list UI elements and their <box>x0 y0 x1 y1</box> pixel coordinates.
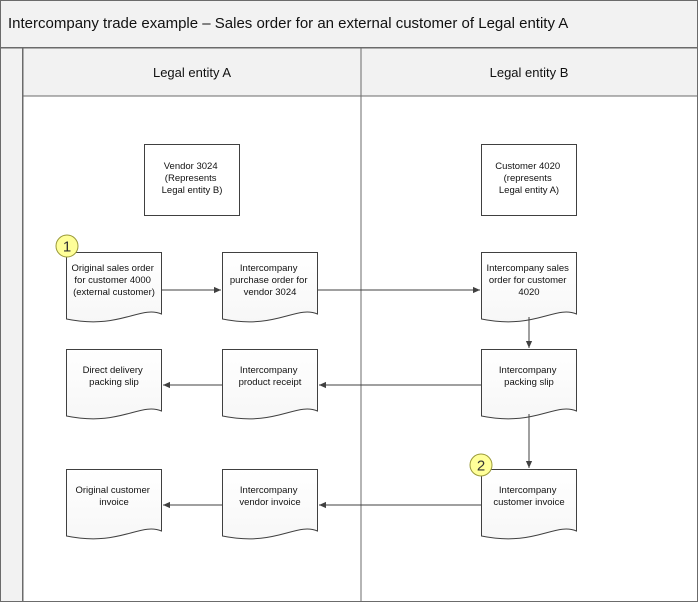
original-sales-order-doc: Original sales order for customer 4000 (… <box>66 252 162 323</box>
direct-delivery-packing-slip-doc: Direct delivery packing slip <box>66 349 162 420</box>
step-badge-1-label: 1 <box>63 239 71 256</box>
intercompany-sales-order-doc: Intercompany sales order for customer 40… <box>481 252 577 323</box>
original-customer-invoice-doc: Original customer invoice <box>66 469 162 540</box>
step-badge-1: 1 <box>55 234 79 258</box>
original-sales-order-text: Original sales order for customer 4000 (… <box>71 263 156 298</box>
vendor-box-text: Vendor 3024 (Represents Legal entity B) <box>162 161 223 196</box>
original-customer-invoice-text: Original customer invoice <box>75 485 152 508</box>
intercompany-customer-invoice-doc: Intercompany customer invoice <box>481 469 577 540</box>
lane-b-header <box>360 47 698 97</box>
lane-a-header <box>22 47 362 97</box>
intercompany-packing-slip-text: Intercompany packing slip <box>499 365 559 388</box>
customer-box: Customer 4020 (represents Legal entity A… <box>481 144 577 216</box>
lane-a-label: Legal entity A <box>153 65 231 80</box>
title-band <box>0 0 698 48</box>
intercompany-packing-slip-doc: Intercompany packing slip <box>481 349 577 420</box>
direct-delivery-packing-slip-text: Direct delivery packing slip <box>83 365 146 388</box>
intercompany-product-receipt-doc: Intercompany product receipt <box>222 349 318 420</box>
intercompany-sales-order-text: Intercompany sales order for customer 40… <box>486 263 571 298</box>
lane-b-label: Legal entity B <box>490 65 569 80</box>
intercompany-purchase-order-doc: Intercompany purchase order for vendor 3… <box>222 252 318 323</box>
intercompany-product-receipt-text: Intercompany product receipt <box>239 365 302 388</box>
pool-side-band <box>0 47 23 602</box>
intercompany-vendor-invoice-text: Intercompany vendor invoice <box>239 485 300 508</box>
intercompany-purchase-order-text: Intercompany purchase order for vendor 3… <box>230 263 310 298</box>
step-badge-2: 2 <box>469 453 493 477</box>
customer-box-text: Customer 4020 (represents Legal entity A… <box>495 161 563 196</box>
diagram-title: Intercompany trade example – Sales order… <box>8 15 568 32</box>
intercompany-customer-invoice-text: Intercompany customer invoice <box>493 485 564 508</box>
vendor-box: Vendor 3024 (Represents Legal entity B) <box>144 144 240 216</box>
intercompany-vendor-invoice-doc: Intercompany vendor invoice <box>222 469 318 540</box>
step-badge-2-label: 2 <box>477 458 485 475</box>
